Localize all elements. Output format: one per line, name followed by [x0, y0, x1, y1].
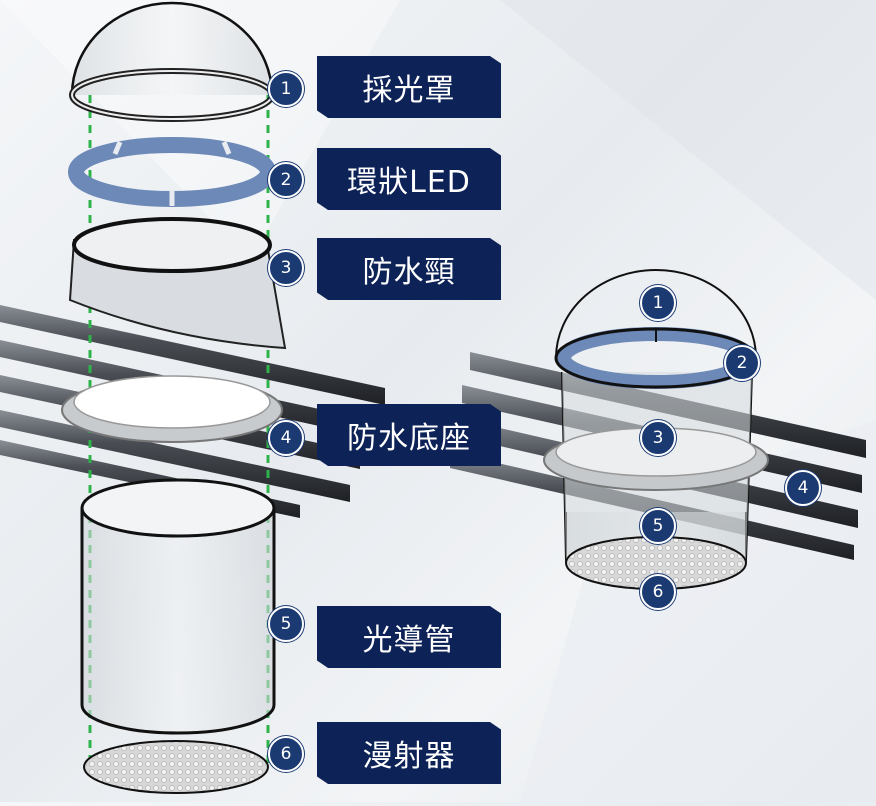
- exploded-badge-2: 2: [268, 162, 304, 198]
- label-dome: 採光罩: [317, 56, 501, 118]
- diffuser-part: [83, 740, 269, 794]
- exploded-badge-4: 4: [268, 420, 304, 456]
- assembled-badge-3: 3: [640, 420, 676, 456]
- led-ring-part: [68, 137, 276, 207]
- assembled-badge-5: 5: [640, 508, 676, 544]
- assembled-skylight: [543, 269, 769, 590]
- label-base: 防水底座: [317, 404, 501, 466]
- assembled-badge-4: 4: [785, 470, 821, 506]
- label-diffuser: 漫射器: [317, 722, 501, 784]
- label-neck: 防水頸: [317, 238, 501, 300]
- exploded-badge-5: 5: [268, 606, 304, 642]
- base-part: [61, 375, 283, 443]
- assembled-badge-2: 2: [724, 345, 760, 381]
- assembled-badge-1: 1: [640, 285, 676, 321]
- label-light-tube: 光導管: [317, 606, 501, 668]
- neck-part: [68, 217, 287, 350]
- tube-part: [80, 478, 276, 735]
- exploded-badge-6: 6: [268, 736, 304, 772]
- exploded-badge-1: 1: [268, 71, 304, 107]
- assembled-badge-6: 6: [640, 574, 676, 610]
- label-led-ring: 環狀LED: [317, 148, 501, 210]
- exploded-badge-3: 3: [268, 250, 304, 286]
